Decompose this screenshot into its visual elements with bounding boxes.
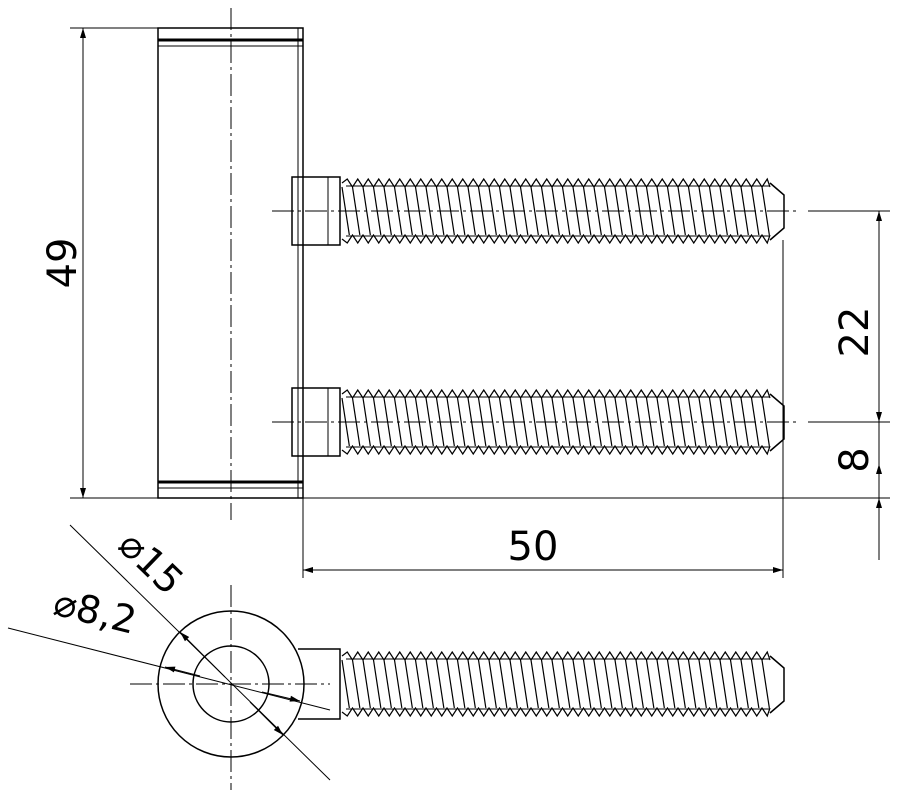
dimension-inner-diameter [7, 627, 331, 711]
top-view-screw [298, 648, 785, 720]
hinge-barrel [157, 27, 304, 499]
dimension-bottom-offset-label: 8 [832, 447, 878, 472]
dimension-outer-diameter [69, 524, 331, 781]
dimension-extension-lines [302, 210, 890, 578]
dimension-screw-spacing-label: 22 [832, 307, 878, 358]
top-view-centerlines [130, 585, 330, 790]
dimension-screw-length-label: 50 [508, 524, 559, 570]
dimension-inner-diameter-label: ⌀8,2 [49, 580, 140, 643]
dimension-height [70, 27, 158, 499]
dimension-outer-diameter-label: ⌀15 [110, 522, 192, 603]
dimension-height-label: 49 [40, 238, 86, 289]
